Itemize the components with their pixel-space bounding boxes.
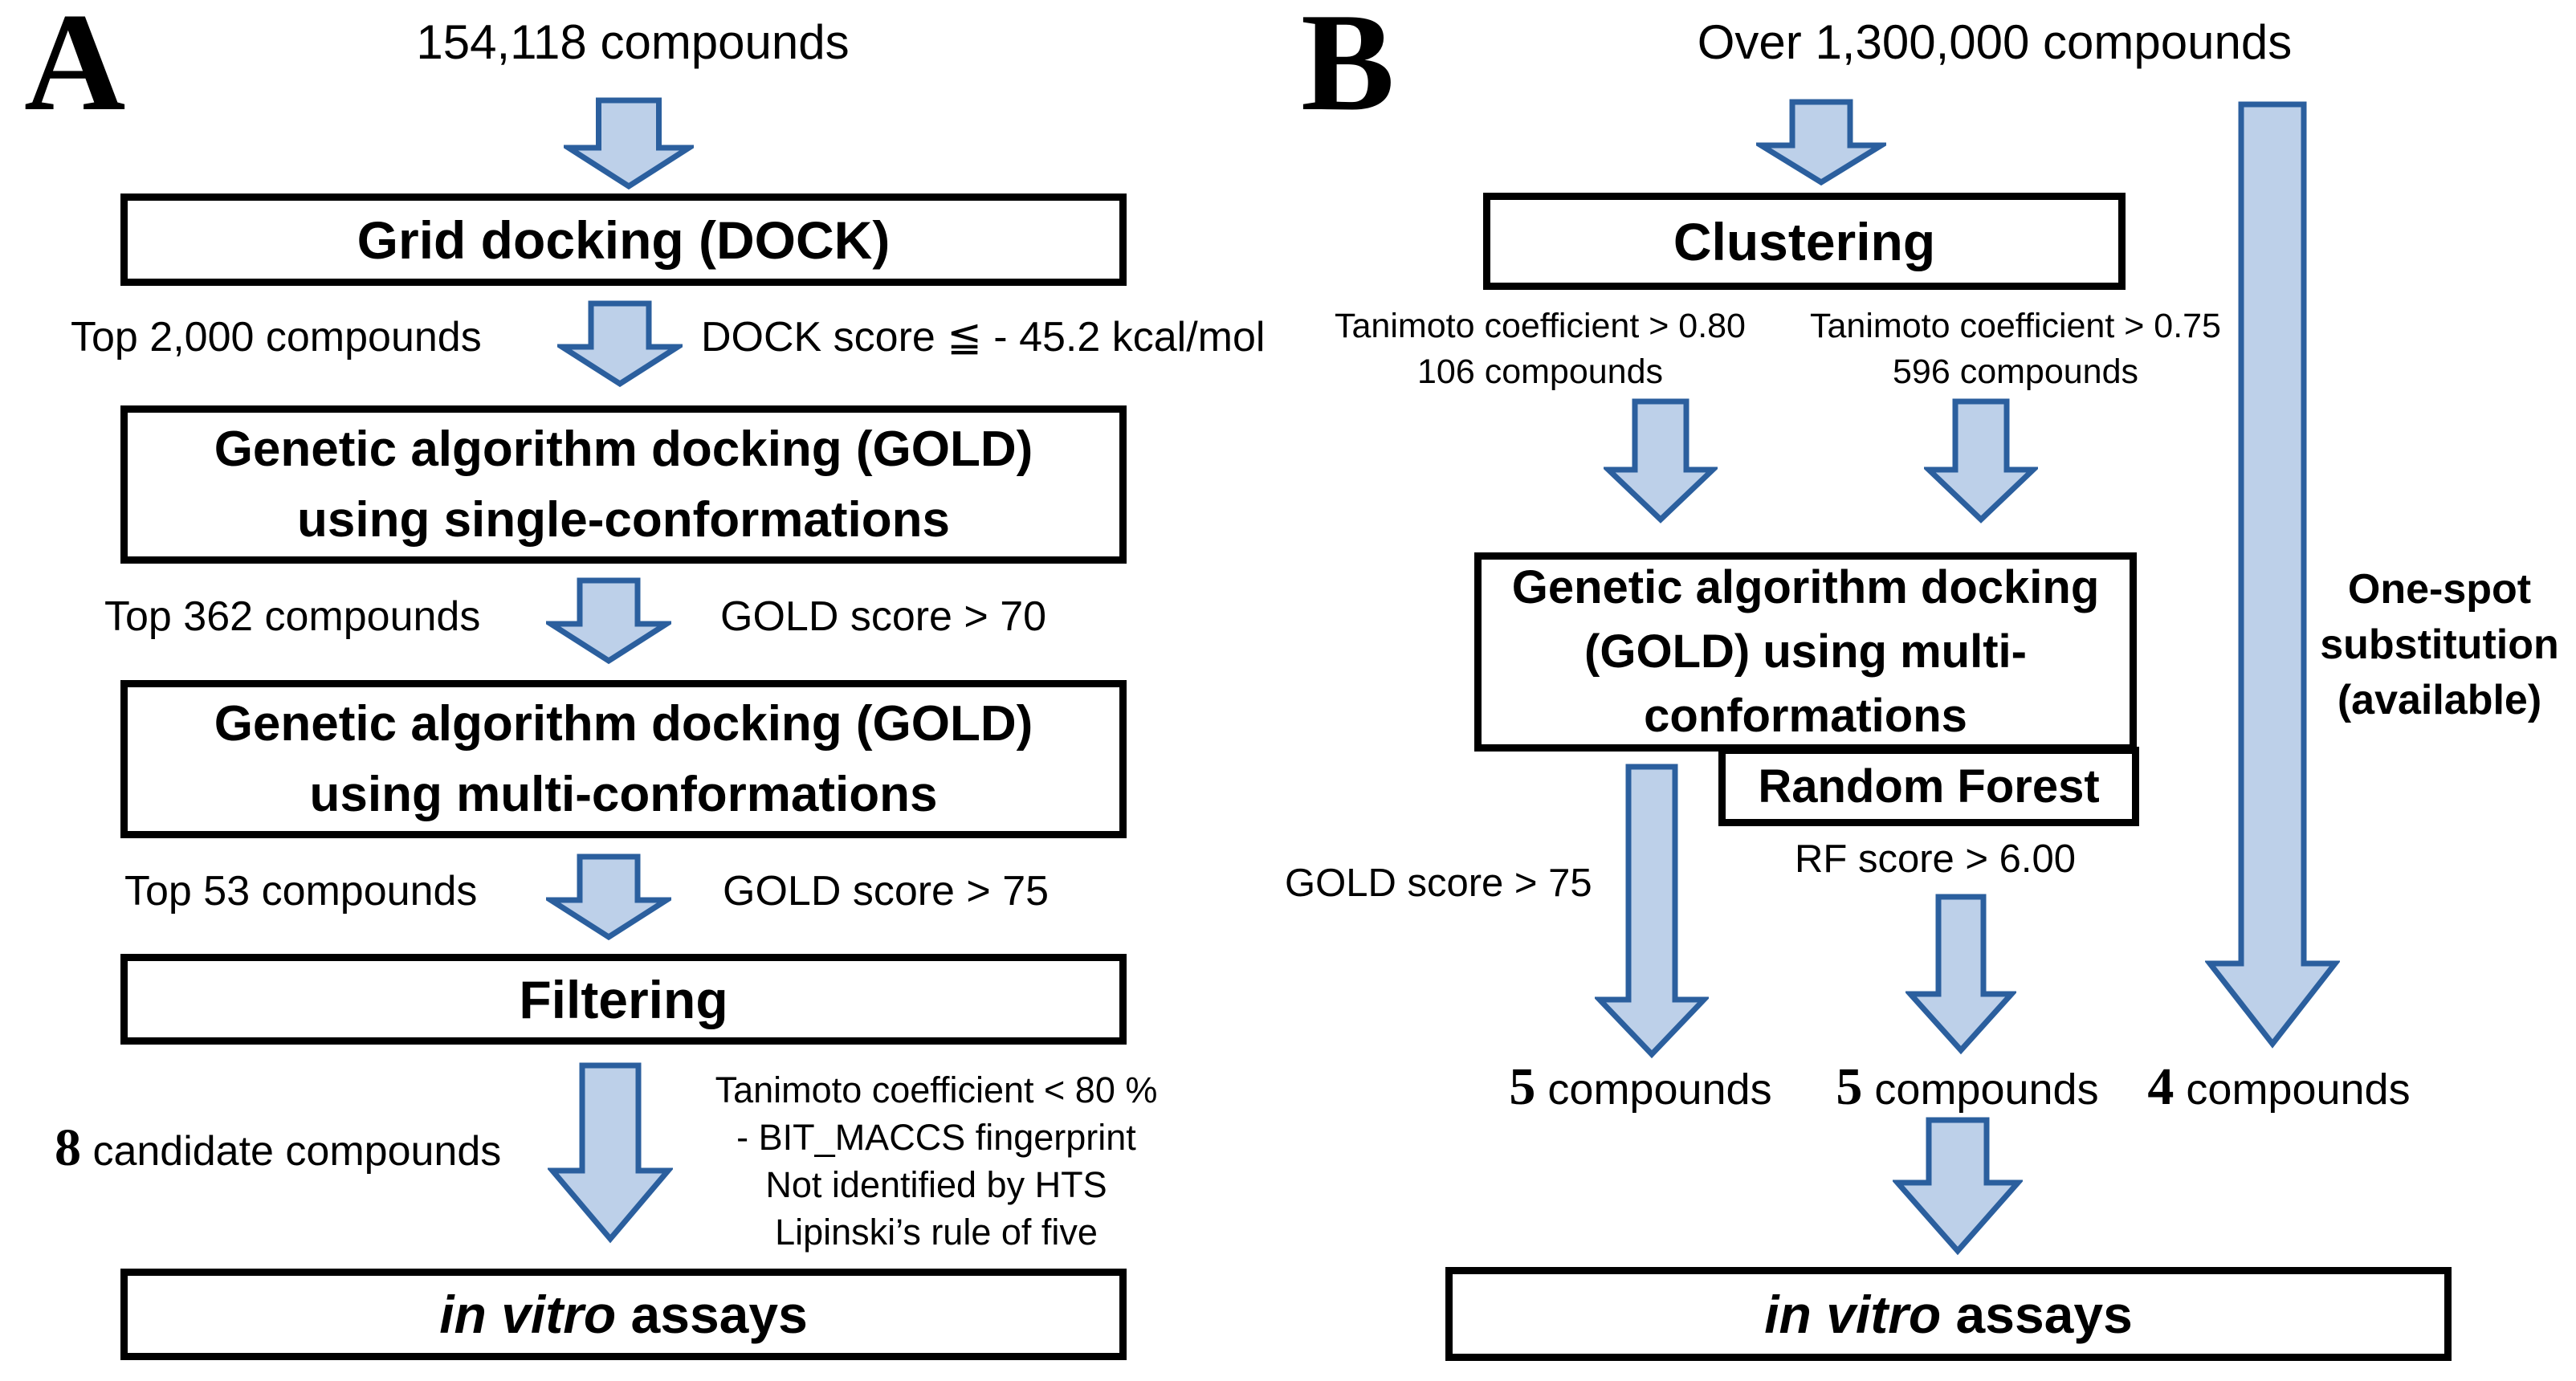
down-arrow-icon (546, 853, 671, 941)
box-gold-multi-line2: using multi-conformations (309, 766, 938, 822)
down-arrow-icon (548, 1062, 673, 1244)
result-left-word: compounds (1535, 1065, 1772, 1114)
box-gold-multi-conformations: Genetic algorithm docking (GOLD) using m… (120, 680, 1127, 838)
candidate-count-word: candidate compounds (81, 1128, 502, 1175)
box-filtering-label: Filtering (519, 969, 728, 1029)
box-gold-multi-b-line3: conformations (1644, 690, 1967, 742)
down-arrow-icon (2205, 101, 2340, 1049)
down-arrow-icon (1595, 764, 1709, 1059)
box-random-forest: Random Forest (1718, 747, 2139, 826)
box-gold-multi-b-line1: Genetic algorithm docking (1511, 561, 2100, 613)
box-grid-docking: Grid docking (DOCK) (120, 194, 1127, 286)
box-gold-single-conformations: Genetic algorithm docking (GOLD) using s… (120, 405, 1127, 564)
one-spot-substitution-label: One-spot substitution (available) (2303, 562, 2576, 728)
filter-criterion-fingerprint: - BIT_MACCS fingerprint (736, 1117, 1136, 1158)
result-count-mid: 5 compounds (1811, 1057, 2124, 1118)
step1-count-label: Top 2,000 compounds (71, 314, 482, 361)
box-invitro-assays-a-label: in vitro assays (439, 1284, 808, 1345)
step2-count-label: Top 362 compounds (104, 593, 481, 640)
box-clustering: Clustering (1483, 193, 2126, 290)
down-arrow-icon (1756, 99, 1886, 186)
one-spot-line3: (available) (2337, 677, 2542, 723)
result-mid-number: 5 (1836, 1057, 1863, 1116)
down-arrow-icon (564, 97, 694, 190)
candidate-count-label: 8 candidate compounds (55, 1118, 501, 1179)
one-spot-line1: One-spot (2347, 566, 2532, 613)
candidate-count-number: 8 (55, 1118, 81, 1177)
box-invitro-assays-b: in vitro assays (1445, 1267, 2452, 1361)
step3-count-label: Top 53 compounds (124, 868, 478, 915)
result-count-right: 4 compounds (2126, 1057, 2431, 1118)
rf-score-criterion-label: RF score > 6.00 (1795, 837, 2076, 881)
down-arrow-icon (1906, 894, 2016, 1055)
down-arrow-icon (546, 577, 671, 665)
branch-right-criteria: Tanimoto coefficient > 0.75 596 compound… (1767, 303, 2264, 395)
box-random-forest-label: Random Forest (1758, 760, 2100, 813)
box-clustering-label: Clustering (1673, 211, 1936, 271)
down-arrow-icon (1893, 1117, 2023, 1256)
box-invitro-assays-a: in vitro assays (120, 1269, 1127, 1360)
panel-a-label: A (24, 0, 126, 140)
assays-text: assays (616, 1285, 808, 1344)
filter-criteria-list: Tanimoto coefficient < 80 % - BIT_MACCS … (691, 1066, 1182, 1256)
assays-text: assays (1941, 1284, 2133, 1344)
box-grid-docking-label: Grid docking (DOCK) (357, 210, 891, 270)
box-gold-single-line1: Genetic algorithm docking (GOLD) (214, 421, 1033, 477)
branch-right-count: 596 compounds (1893, 352, 2138, 391)
box-gold-single-line2: using single-conformations (297, 491, 950, 548)
box-gold-multi-line1: Genetic algorithm docking (GOLD) (214, 695, 1033, 752)
invitro-italic-text: in vitro (439, 1285, 617, 1344)
filter-criterion-hts: Not identified by HTS (765, 1164, 1107, 1205)
gold-score-criterion-label: GOLD score > 75 (1285, 862, 1592, 905)
down-arrow-icon (1924, 398, 2038, 523)
box-gold-multi-b-line2: (GOLD) using multi- (1584, 625, 2027, 678)
filter-criterion-lipinski: Lipinski’s rule of five (775, 1212, 1098, 1253)
result-count-left: 5 compounds (1488, 1057, 1793, 1118)
down-arrow-icon (557, 300, 683, 388)
result-mid-word: compounds (1862, 1065, 2099, 1114)
panel-b-label: B (1301, 0, 1395, 140)
panel-a-source-count: 154,118 compounds (416, 15, 850, 69)
step2-criterion-label: GOLD score > 70 (720, 593, 1047, 640)
step1-criterion-label: DOCK score ≦ - 45.2 kcal/mol (701, 314, 1266, 361)
branch-left-count: 106 compounds (1417, 352, 1663, 391)
box-filtering: Filtering (120, 954, 1127, 1045)
down-arrow-icon (1604, 398, 1718, 523)
box-gold-multi-b: Genetic algorithm docking (GOLD) using m… (1474, 552, 2137, 752)
one-spot-line2: substitution (2320, 621, 2559, 668)
panel-b-source-count: Over 1,300,000 compounds (1697, 15, 2293, 69)
invitro-italic-text: in vitro (1764, 1284, 1942, 1344)
result-right-word: compounds (2174, 1065, 2411, 1114)
branch-left-criteria: Tanimoto coefficient > 0.80 106 compound… (1291, 303, 1789, 395)
result-right-number: 4 (2147, 1057, 2175, 1116)
result-left-number: 5 (1509, 1057, 1536, 1116)
filter-criterion-tanimoto: Tanimoto coefficient < 80 % (715, 1069, 1158, 1110)
branch-left-tanimoto: Tanimoto coefficient > 0.80 (1335, 307, 1746, 345)
step3-criterion-label: GOLD score > 75 (723, 868, 1050, 915)
branch-right-tanimoto: Tanimoto coefficient > 0.75 (1810, 307, 2221, 345)
box-invitro-assays-b-label: in vitro assays (1764, 1284, 2133, 1345)
